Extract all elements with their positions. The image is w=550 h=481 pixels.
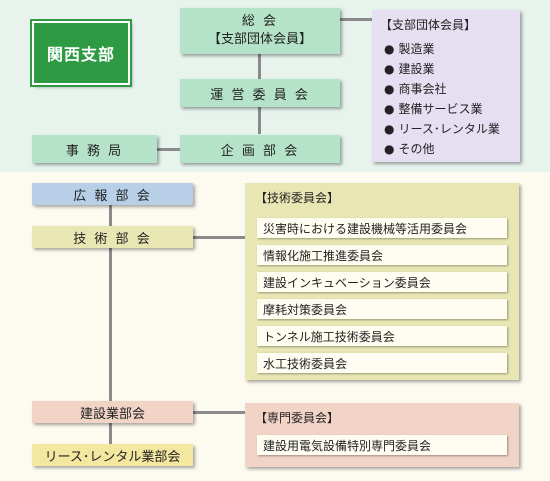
members-list: ●製造業 ●建設業 ●商事会社 ●整備サービス業 ●リース･レンタル業 ●その他 [380, 39, 520, 159]
list-item: ●整備サービス業 [384, 102, 483, 116]
connector-vertical-trunk [109, 205, 112, 445]
connector-assembly-members [340, 18, 372, 21]
lease-committee-box: リース･レンタル業部会 [32, 444, 193, 466]
general-assembly-label: 総 会 [241, 14, 279, 29]
steering-committee-box: 運 営 委 員 会 [180, 79, 340, 107]
members-panel-title: 【支部団体会員】 [380, 18, 477, 32]
connector-construction-panel [193, 411, 245, 414]
bullet-icon: ● [384, 82, 395, 96]
branch-badge: 関西支部 [30, 19, 132, 87]
steering-committee-label: 運 営 委 員 会 [210, 87, 310, 103]
planning-committee-label: 企 画 部 会 [220, 143, 300, 159]
list-item: 災害時における建設機械等活用委員会 [257, 218, 507, 238]
technical-committee-label: 技 術 部 会 [73, 231, 152, 247]
list-item: ●その他 [384, 142, 435, 156]
technical-committee-box: 技 術 部 会 [32, 226, 193, 248]
lease-committee-label: リース･レンタル業部会 [44, 449, 181, 465]
technical-panel-title: 【技術委員会】 [255, 191, 340, 205]
planning-committee-box: 企 画 部 会 [180, 135, 340, 163]
secretariat-label: 事 務 局 [65, 143, 124, 159]
bullet-icon: ● [384, 102, 395, 116]
list-item: 情報化施工推進委員会 [257, 245, 507, 265]
secretariat-box: 事 務 局 [32, 135, 157, 163]
connector-secretariat-planning [157, 148, 180, 151]
general-assembly-sublabel: 【支部団体会員】 [207, 32, 312, 47]
bullet-icon: ● [384, 42, 395, 56]
bullet-icon: ● [384, 62, 395, 76]
general-assembly-box: 総 会 【支部団体会員】 [180, 8, 340, 54]
construction-committee-box: 建設業部会 [32, 401, 193, 423]
connector-technical-panel [193, 236, 245, 239]
bullet-icon: ● [384, 142, 395, 156]
list-item: トンネル施工技術委員会 [257, 326, 507, 346]
list-item: ●商事会社 [384, 82, 447, 96]
construction-committee-label: 建設業部会 [79, 406, 145, 422]
list-item: ●建設業 [384, 62, 435, 76]
connector-steering-planning [258, 107, 261, 134]
connector-assembly-steering [258, 54, 261, 80]
branch-title: 関西支部 [46, 45, 115, 64]
technical-panel: 【技術委員会】 災害時における建設機械等活用委員会 情報化施工推進委員会 建設イ… [245, 183, 519, 380]
members-panel: 【支部団体会員】 ●製造業 ●建設業 ●商事会社 ●整備サービス業 ●リース･レ… [372, 10, 520, 162]
list-item: 建設インキュベーション委員会 [257, 272, 507, 292]
pr-committee-box: 広 報 部 会 [32, 183, 193, 205]
special-panel-title: 【専門委員会】 [255, 411, 340, 425]
list-item: ●リース･レンタル業 [384, 122, 500, 136]
bullet-icon: ● [384, 122, 395, 136]
list-item: ●製造業 [384, 42, 435, 56]
special-panel: 【専門委員会】 建設用電気設備特別専門委員会 [245, 403, 519, 467]
list-item: 水工技術委員会 [257, 353, 507, 373]
list-item: 摩耗対策委員会 [257, 299, 507, 319]
list-item: 建設用電気設備特別専門委員会 [257, 435, 507, 455]
pr-committee-label: 広 報 部 会 [73, 188, 152, 204]
